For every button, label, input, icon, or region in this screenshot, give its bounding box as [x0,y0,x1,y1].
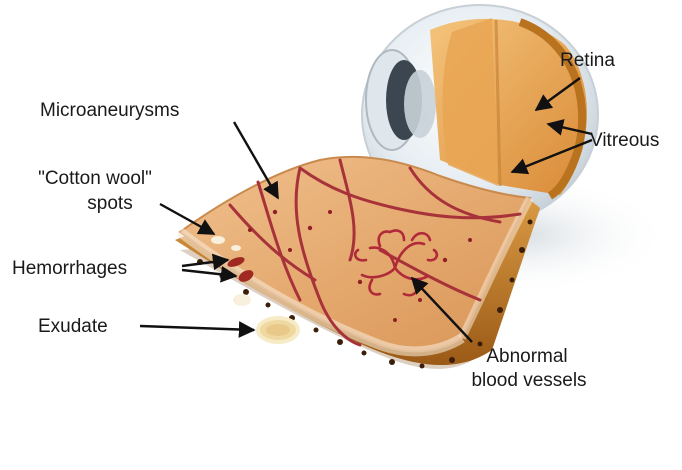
lens [404,70,436,138]
label-vitreous: Vitreous [590,130,659,152]
label-cotton-wool-line1: "Cotton wool" [20,168,170,190]
label-cotton-wool-line2: spots [50,193,170,215]
vitreous-chamber [442,18,498,186]
exudate [258,318,298,342]
label-abnormal-line1: Abnormal [472,346,582,368]
label-retina: Retina [560,50,615,72]
label-abnormal-line2: blood vessels [454,370,604,392]
label-exudate: Exudate [38,316,108,338]
label-hemorrhages: Hemorrhages [12,258,127,280]
arrow-exudate [140,326,254,330]
label-microaneurysms: Microaneurysms [40,100,179,122]
